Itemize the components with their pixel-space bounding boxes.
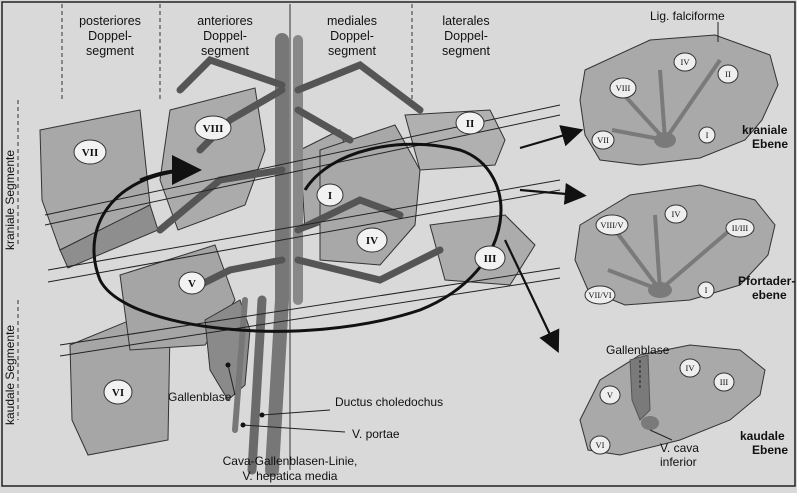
callout-midline-1: Cava-Gallenblasen-Linie, bbox=[223, 454, 358, 468]
marker-iv: IV bbox=[366, 235, 378, 247]
header-medial-2: Doppel- bbox=[330, 29, 374, 43]
pfortader-iv: IV bbox=[672, 209, 682, 219]
header-anterior-2: Doppel- bbox=[203, 29, 247, 43]
marker-i: I bbox=[328, 190, 332, 202]
kaudal-v: V bbox=[607, 390, 614, 400]
header-medial-1: mediales bbox=[327, 14, 377, 28]
kranial-title-1: kraniale bbox=[742, 123, 788, 137]
kranial-ligament: Lig. falciforme bbox=[650, 9, 725, 23]
pfortader-ii-iii: II/III bbox=[732, 223, 749, 233]
kaudal-title-2: Ebene bbox=[752, 443, 788, 457]
callout-bile-duct: Ductus choledochus bbox=[335, 395, 443, 409]
kaudal-title-1: kaudale bbox=[740, 429, 785, 443]
header-posterior-3: segment bbox=[86, 44, 134, 58]
marker-ii: II bbox=[466, 118, 475, 130]
kranial-viii: VIII bbox=[616, 83, 631, 93]
kranial-ii: II bbox=[725, 69, 731, 79]
header-lateral-1: laterales bbox=[442, 14, 489, 28]
pfortader-vii-vi: VII/VI bbox=[588, 290, 611, 300]
kaudal-vena-cava-1: V. cava bbox=[660, 441, 699, 455]
header-posterior-1: posteriores bbox=[79, 14, 141, 28]
kaudal-iii: III bbox=[720, 377, 729, 387]
callout-gallbladder: Gallenblase bbox=[168, 390, 232, 404]
header-anterior-1: anteriores bbox=[197, 14, 253, 28]
kranial-vii: VII bbox=[597, 135, 609, 145]
header-posterior-2: Doppel- bbox=[88, 29, 132, 43]
marker-vi: VI bbox=[112, 387, 124, 399]
pfortader-title-2: ebene bbox=[752, 288, 787, 302]
header-medial-3: segment bbox=[328, 44, 376, 58]
header-lateral-3: segment bbox=[442, 44, 490, 58]
header-lateral-2: Doppel- bbox=[444, 29, 488, 43]
kranial-title-2: Ebene bbox=[752, 137, 788, 151]
pfortader-viii-v: VIII/V bbox=[600, 220, 624, 230]
marker-v: V bbox=[188, 278, 196, 290]
kaudal-gallbladder: Gallenblase bbox=[606, 343, 670, 357]
callout-midline-2: V. hepatica media bbox=[243, 469, 338, 483]
label-caudal-segments: kaudale Segmente bbox=[3, 325, 17, 425]
marker-iii: III bbox=[484, 253, 497, 265]
callout-portal-vein: V. portae bbox=[352, 427, 400, 441]
header-anterior-3: segment bbox=[201, 44, 249, 58]
marker-vii: VII bbox=[82, 147, 99, 159]
label-cranial-segments: kraniale Segmente bbox=[3, 150, 17, 250]
pfortader-i: I bbox=[705, 285, 708, 295]
marker-viii: VIII bbox=[203, 123, 224, 135]
kaudal-vena-cava-2: inferior bbox=[660, 455, 697, 469]
segment-ii-block bbox=[405, 110, 505, 170]
kranial-i: I bbox=[706, 130, 709, 140]
kaudal-vi: VI bbox=[596, 440, 605, 450]
pfortader-title-1: Pfortader- bbox=[738, 274, 795, 288]
kaudal-iv: IV bbox=[686, 363, 696, 373]
kranial-iv: IV bbox=[681, 57, 691, 67]
